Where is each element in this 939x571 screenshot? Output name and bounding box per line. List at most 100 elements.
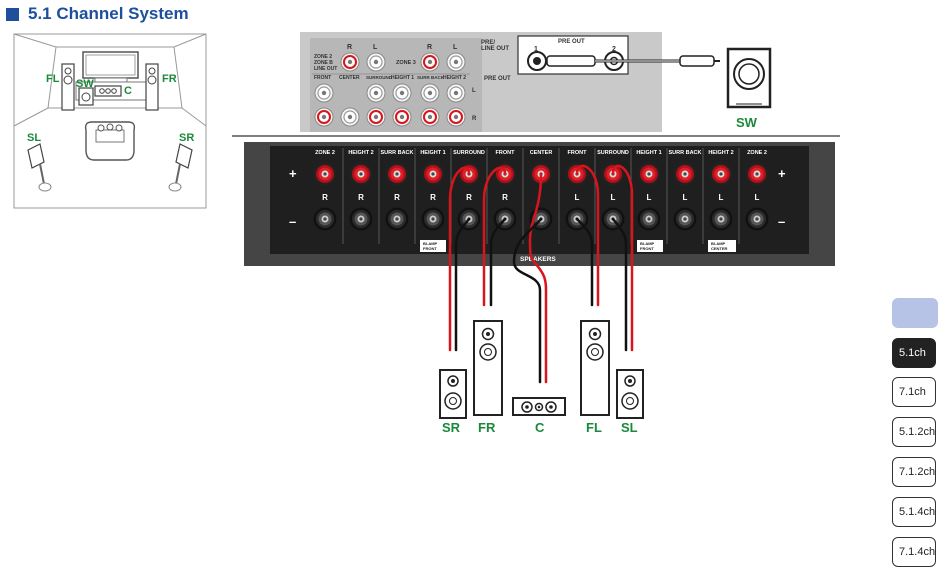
bottom-label-height1: HEIGHT 1 [391, 75, 414, 81]
positive-terminal[interactable] [745, 162, 769, 186]
speaker-label-fr: FR [478, 420, 496, 435]
biamp-r-2: CENTER [711, 246, 728, 251]
positive-terminal[interactable] [385, 162, 409, 186]
positive-terminal[interactable] [313, 162, 337, 186]
negative-terminal[interactable] [637, 207, 661, 231]
terminal-channel: R [358, 193, 364, 202]
terminal-channel: R [466, 193, 472, 202]
pre-out-num-1: 1 [534, 46, 538, 53]
zone-label-line1: ZONE 2 [314, 54, 332, 60]
room-label-c: C [124, 85, 132, 97]
plus-left: + [289, 166, 297, 181]
terminal-channel: R [502, 193, 508, 202]
negative-terminal[interactable] [421, 207, 445, 231]
tab-7-1-4ch[interactable]: 7.1.4ch [892, 537, 936, 567]
positive-terminal[interactable] [349, 162, 373, 186]
terminal-header: SURROUND [453, 150, 485, 156]
terminal-channel: L [683, 193, 688, 202]
zone-label-line2: ZONE B [314, 60, 333, 66]
negative-terminal[interactable] [745, 207, 769, 231]
pre-line-out-1: PRE/ [481, 40, 495, 46]
terminal-header: CENTER [530, 150, 553, 156]
page-title: 5.1 Channel System [6, 2, 189, 26]
negative-terminal[interactable] [385, 207, 409, 231]
negative-terminal[interactable] [709, 207, 733, 231]
tab-7-1ch[interactable]: 7.1ch [892, 377, 936, 407]
terminal-channel: L [719, 193, 724, 202]
speaker-fr [473, 320, 503, 416]
biamp-m-2: FRONT [640, 246, 654, 251]
title-square-icon [6, 7, 19, 21]
speaker-label-c: C [535, 420, 545, 435]
speaker-wires [448, 164, 634, 384]
room-label-fl: FL [46, 73, 60, 85]
pre-out-box-label: PRE OUT [558, 39, 585, 45]
tab-7-1-2ch[interactable]: 7.1.2ch [892, 457, 936, 487]
rca-r-label-1: R [347, 44, 352, 51]
positive-terminal[interactable] [421, 162, 445, 186]
terminal-channel: R [322, 193, 328, 202]
terminal-header: FRONT [496, 150, 516, 156]
bottom-label-front: FRONT [314, 75, 331, 81]
speaker-sr [439, 369, 467, 419]
zone-label-line3: LINE OUT [314, 66, 337, 72]
terminal-header: HEIGHT 1 [420, 150, 445, 156]
speaker-label-sr: SR [442, 420, 461, 435]
tab-5-1-2ch[interactable]: 5.1.2ch [892, 417, 936, 447]
page-title-text: 5.1 Channel System [28, 4, 189, 23]
terminal-header: ZONE 2 [747, 150, 767, 156]
positive-terminal[interactable] [637, 162, 661, 186]
terminal-header: FRONT [568, 150, 588, 156]
positive-terminal[interactable] [673, 162, 697, 186]
tab-5-1-4ch[interactable]: 5.1.4ch [892, 497, 936, 527]
bottom-label-height2: HEIGHT 2 [443, 75, 466, 81]
speaker-sl [616, 369, 644, 419]
negative-terminal[interactable] [673, 207, 697, 231]
speaker-panel: ZONE 2 R HEIGHT 2 R SURR BACK R HEIGHT 1 R SURRO… [244, 142, 835, 266]
terminal-header: SURR BACK [381, 150, 414, 156]
room-label-sw: SW [76, 78, 94, 90]
preout-panel: ZONE 2 ZONE B LINE OUT R L ZONE 3 R L PR… [300, 32, 720, 132]
tab-blank[interactable] [892, 298, 938, 328]
minus-right: – [778, 214, 785, 229]
terminal-channel: L [575, 193, 580, 202]
pre-out-num-2: 2 [612, 46, 616, 53]
biamp-l-1: BI-AMP [423, 241, 438, 246]
plus-right: + [778, 166, 786, 181]
rca-l-label-3: L [472, 88, 476, 94]
speakers-label: SPEAKERS [520, 256, 556, 263]
terminal-header: HEIGHT 2 [708, 150, 733, 156]
room-label-sl: SL [27, 132, 41, 144]
terminal-channel: L [647, 193, 652, 202]
terminal-channel: R [394, 193, 400, 202]
biamp-m-1: BI-AMP [640, 241, 655, 246]
subwoofer-label: SW [736, 115, 758, 130]
tab-5-1ch[interactable]: 5.1ch [892, 338, 936, 368]
terminal-header: ZONE 2 [315, 150, 335, 156]
room-label-sr: SR [179, 132, 194, 144]
speaker-label-sl: SL [621, 420, 638, 435]
zone3-label: ZONE 3 [396, 60, 416, 66]
pre-line-out-2: LINE OUT [481, 46, 509, 52]
biamp-r-1: BI-AMP [711, 241, 726, 246]
speaker-label-fl: FL [586, 420, 602, 435]
biamp-l-2: FRONT [423, 246, 437, 251]
terminal-channel: L [755, 193, 760, 202]
subwoofer: SW [726, 47, 772, 130]
speaker-c [512, 397, 566, 416]
terminal-header: HEIGHT 1 [636, 150, 661, 156]
negative-terminal[interactable] [349, 207, 373, 231]
terminal-channel: R [430, 193, 436, 202]
positive-terminal[interactable] [709, 162, 733, 186]
rca-l-label-1: L [373, 44, 378, 51]
room-label-fr: FR [162, 73, 177, 85]
rca-r-label-2: R [427, 44, 432, 51]
rca-r-label-3: R [472, 116, 477, 122]
negative-terminal[interactable] [313, 207, 337, 231]
terminal-channel: L [611, 193, 616, 202]
room-illustration: FL FR SW C SL SR [13, 33, 207, 209]
bottom-label-surround: SURROUND [366, 75, 393, 80]
rca-l-label-2: L [453, 44, 458, 51]
terminal-header: HEIGHT 2 [348, 150, 373, 156]
